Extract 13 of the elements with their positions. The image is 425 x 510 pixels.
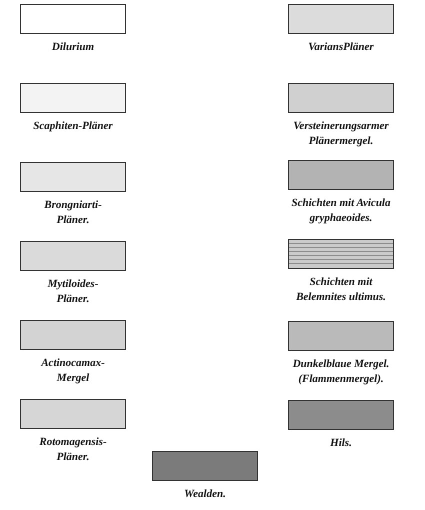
legend-label: Actinocamax-Mergel (40, 356, 106, 386)
legend-label: Schichten mit Belemnites ultimus. (295, 275, 387, 305)
legend-label: Mytiloides-Pläner. (46, 277, 100, 307)
legend-label: Rotomagensis-Pläner. (38, 435, 108, 465)
legend-label: Schichten mit Avicula gryphaeoides. (290, 196, 392, 226)
legend-label: Versteinerungsarmer Plänermergel. (292, 119, 390, 149)
legend-label: Brongniarti-Pläner. (43, 198, 103, 228)
legend-label: VariansPläner (307, 40, 375, 55)
legend-label: Dilurium (50, 40, 96, 55)
legend-label: Hils. (329, 436, 353, 451)
legend-label: Wealden. (183, 487, 227, 502)
legend-label: Scaphiten-Pläner (32, 119, 114, 134)
legend-label: Dunkelblaue Mergel. (Flammenmergel). (292, 357, 390, 387)
